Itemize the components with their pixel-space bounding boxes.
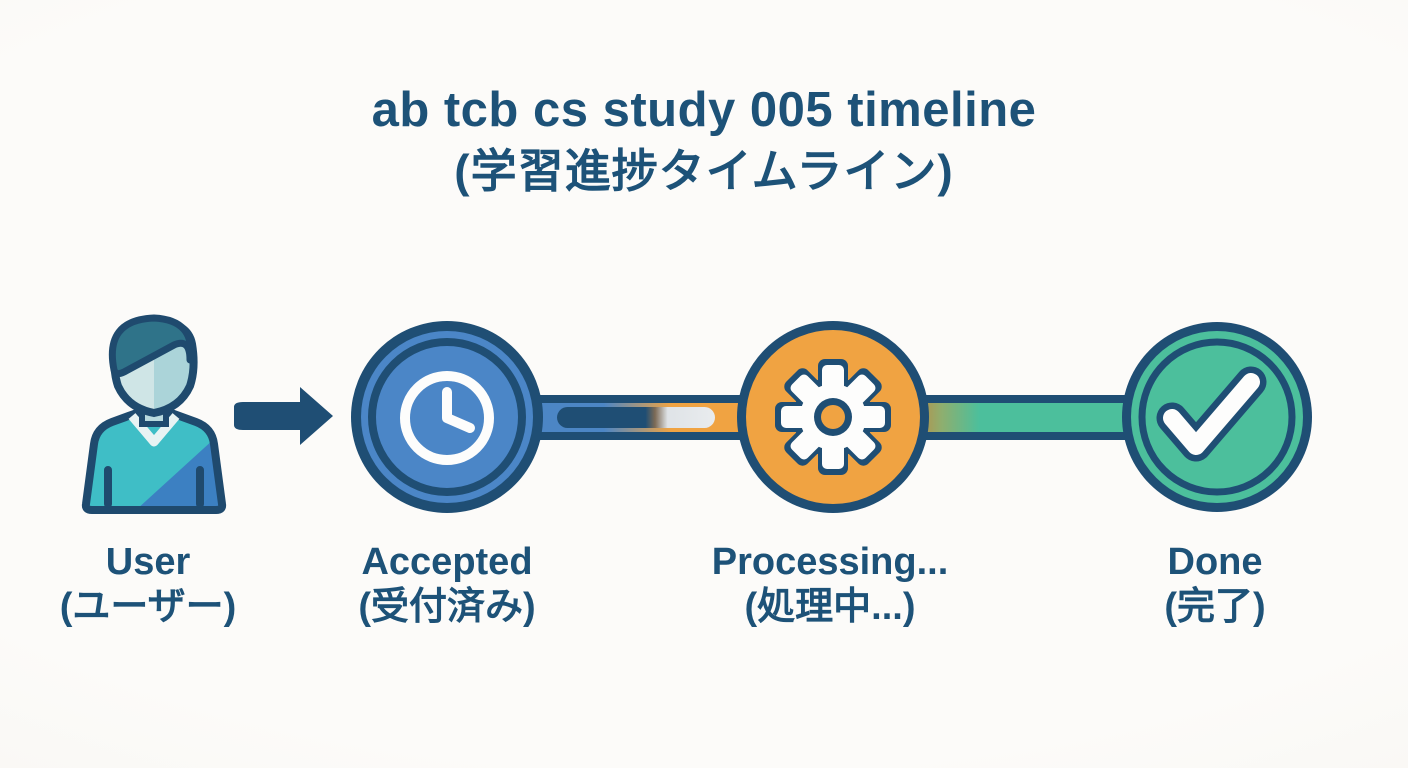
arrow-right-icon (234, 387, 333, 445)
clock-icon (400, 371, 494, 465)
label-done-ja: (完了) (1164, 586, 1266, 628)
shirt-outline (81, 406, 227, 514)
label-processing-ja: (処理中...) (744, 586, 916, 628)
label-accepted: Accepted (受付済み) (358, 540, 535, 630)
connector-tube-fill (920, 403, 1132, 432)
check-icon (1156, 366, 1267, 462)
label-processing: Processing... (処理中...) (712, 540, 949, 630)
label-user-ja: (ユーザー) (59, 586, 237, 628)
label-user: User (ユーザー) (60, 540, 237, 630)
page-title: ab tcb cs study 005 timeline (学習進捗タイムライン… (0, 82, 1408, 198)
timeline-node-accepted (351, 321, 543, 513)
progress-pill (557, 407, 715, 428)
label-done-en: Done (1167, 541, 1263, 583)
node-inner-ring (1138, 338, 1296, 496)
hair (108, 314, 195, 378)
node-inner-ring (368, 338, 526, 496)
gear-icon (775, 359, 891, 475)
label-accepted-en: Accepted (361, 541, 533, 583)
label-accepted-ja: (受付済み) (358, 586, 536, 628)
label-done: Done (完了) (1164, 540, 1265, 630)
user-icon (81, 314, 227, 514)
timeline-node-done (1122, 322, 1312, 512)
timeline-node-processing (737, 321, 929, 513)
label-user-en: User (105, 541, 191, 583)
label-processing-en: Processing... (711, 541, 949, 583)
sleeve-lines (104, 466, 204, 508)
title-line-ja: (学習進捗タイムライン) (454, 144, 954, 197)
connector-accepted-processing (540, 395, 752, 440)
connector-processing-done (920, 395, 1132, 440)
title-line-en: ab tcb cs study 005 timeline (371, 83, 1037, 137)
